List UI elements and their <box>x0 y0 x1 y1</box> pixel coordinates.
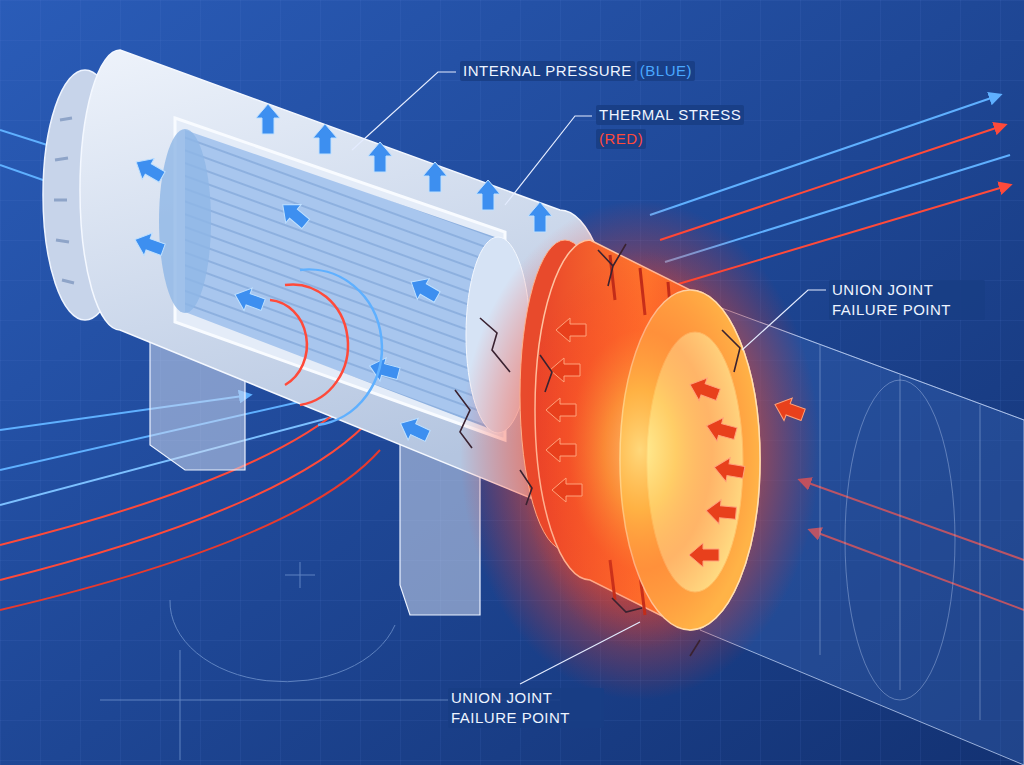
sketch-arc <box>170 600 395 682</box>
pressure-arrow <box>130 152 168 188</box>
pressure-arrow <box>423 162 447 192</box>
core-end <box>159 129 211 313</box>
pressure-arrow <box>366 354 401 385</box>
pressure-arrow <box>368 142 392 172</box>
flow-line <box>0 450 380 610</box>
crack <box>455 390 472 448</box>
leader-line <box>742 290 826 350</box>
thermal-arrow <box>705 499 737 526</box>
crack <box>520 470 532 505</box>
heat-wave <box>300 269 382 425</box>
heat-waves <box>270 269 382 425</box>
blueprint-sketch <box>100 562 560 760</box>
pressure-arrow <box>256 104 280 134</box>
heat-wave <box>285 284 348 405</box>
pressure-arrow <box>405 272 443 308</box>
crack <box>540 355 552 392</box>
thermal-arrow <box>556 318 586 342</box>
thermal-arrow <box>703 414 738 445</box>
crack <box>612 598 642 612</box>
pipe-wireframe <box>845 380 955 700</box>
heat-glow <box>520 250 760 650</box>
thermal-arrow <box>552 478 582 502</box>
pressure-arrow <box>275 196 313 234</box>
callout-label: INTERNAL PRESSURE <box>460 61 635 81</box>
thermal-arrow <box>550 358 580 382</box>
thermal-arrow <box>546 398 576 422</box>
callout-label: UNION JOINT FAILURE POINT <box>829 280 985 320</box>
crack <box>598 244 626 286</box>
crack <box>722 330 740 372</box>
union-joint <box>460 200 820 700</box>
thermal-arrow <box>689 543 719 567</box>
sketch-cross <box>285 562 315 588</box>
pressure-arrow <box>131 228 167 261</box>
callout-label: UNION JOINT FAILURE POINT <box>448 688 604 728</box>
callout-label: (BLUE) <box>637 61 695 81</box>
leader-line <box>520 622 640 684</box>
crack <box>690 640 700 656</box>
leader-line <box>505 116 592 205</box>
thermal-arrow <box>771 393 807 426</box>
flange-knurl <box>54 118 74 283</box>
pressure-arrow <box>528 202 552 232</box>
crack <box>480 318 510 372</box>
heat-glow <box>460 200 820 700</box>
thermal-arrow <box>546 438 576 462</box>
leader-line <box>352 72 456 150</box>
pressure-arrow <box>313 124 337 154</box>
heat-wave <box>270 300 307 385</box>
callout-label: (RED) <box>596 129 646 149</box>
thermal-arrow <box>686 373 722 406</box>
cracks <box>455 244 740 656</box>
inner-core <box>185 130 498 432</box>
leader-lines <box>352 72 826 684</box>
pressure-arrow <box>395 412 432 446</box>
pressure-arrow <box>476 180 500 210</box>
thermal-arrows <box>546 318 807 567</box>
pressure-arrow <box>231 283 267 316</box>
callout-label: THERMAL STRESS <box>596 105 744 125</box>
thermal-arrow <box>712 455 746 484</box>
